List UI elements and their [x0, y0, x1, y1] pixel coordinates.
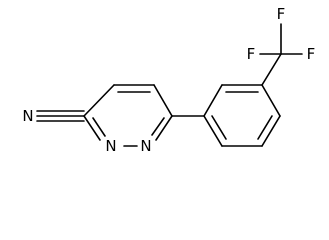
atom-label-nitrile-n: N [22, 107, 33, 125]
pyridazine-ring [83, 84, 173, 147]
benzene-bond-4 [261, 115, 281, 147]
atom-label-fluorine-left: F [247, 45, 256, 63]
nitrile-group [36, 110, 85, 122]
pyridazine-double-c3-n2 [92, 117, 106, 137]
benzene-ring [203, 84, 281, 147]
pyridazine-bond-c4-c3 [83, 84, 115, 117]
atom-label-ring-n1: N [140, 137, 151, 155]
benzene-bond-3 [261, 84, 281, 117]
structure-canvas: N N N F F F [22, 5, 316, 155]
pyridazine-bond-c6-c5 [153, 84, 173, 117]
pyridazine-bond-n1-c6 [155, 115, 173, 141]
cf3-attach-bond [261, 53, 282, 86]
molecule-structure: N N N F F F [22, 5, 316, 155]
pyridazine-double-n1-c6 [151, 117, 165, 136]
atom-label-fluorine-right: F [307, 45, 316, 63]
atom-label-ring-n2: N [105, 137, 116, 155]
benzene-double-2 [257, 115, 273, 140]
atom-label-fluorine-top: F [277, 5, 286, 23]
pyridazine-bond-c3-n2 [83, 115, 101, 141]
trifluoromethyl-group [259, 23, 303, 86]
benzene-bond-6 [203, 115, 223, 147]
benzene-bond-1 [203, 84, 223, 117]
benzene-double-3 [211, 115, 227, 140]
